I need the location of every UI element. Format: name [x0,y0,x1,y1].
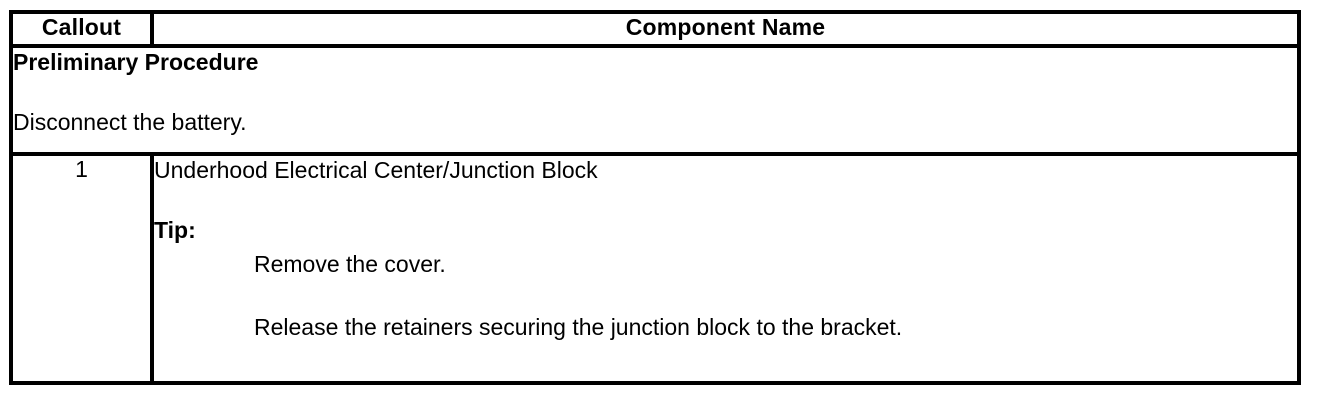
tip-item-list: Remove the cover. Release the retainers … [154,250,1297,342]
table-row: 1 Underhood Electrical Center/Junction B… [9,152,1301,385]
preliminary-procedure-cell: Preliminary Procedure Disconnect the bat… [9,44,1301,156]
column-header-callout: Callout [9,10,154,48]
spacer [154,185,1297,216]
callout-number: 1 [9,152,154,385]
component-description-cell: Underhood Electrical Center/Junction Blo… [150,152,1301,385]
spacer [13,77,1297,108]
tip-label: Tip: [154,217,196,243]
component-name-text: Underhood Electrical Center/Junction Blo… [154,157,598,183]
column-header-component-name: Component Name [150,10,1301,48]
table-header-row: Callout Component Name [9,10,1301,48]
procedure-table: Callout Component Name Preliminary Proce… [9,10,1301,385]
preliminary-procedure-row: Preliminary Procedure Disconnect the bat… [9,44,1301,156]
list-item: Remove the cover. [254,251,446,277]
preliminary-procedure-title: Preliminary Procedure [13,49,259,75]
preliminary-procedure-text: Disconnect the battery. [13,109,247,135]
list-item: Release the retainers securing the junct… [254,314,903,340]
